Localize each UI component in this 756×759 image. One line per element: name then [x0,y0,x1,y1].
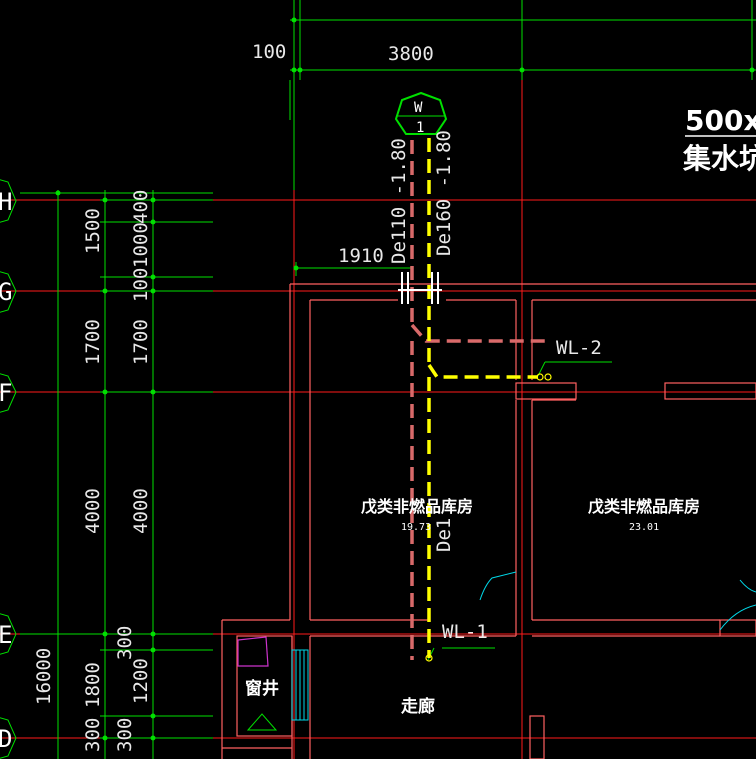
corridor-label: 走廊 [401,696,435,717]
axis-label-g: G [0,278,12,306]
pit-title: 500x5 [685,104,756,137]
pipe-label-red: De110 -1.80 [388,138,410,264]
dim-left-1500: 1500 [82,208,104,254]
line-tag-wl2: WL-2 [556,337,602,359]
drain-pipe-yellow [427,138,538,658]
line-tag-wl1: WL-1 [442,621,488,643]
pit-subtitle: 集水坑 [682,142,756,175]
door-swings [291,571,756,721]
pipe-end-marker [536,373,544,381]
dim-left-4000: 4000 [82,488,104,534]
window-well-symbols [237,636,278,731]
dim-inner-100: 100 [130,268,152,302]
dim-inner-1700: 1700 [130,319,152,365]
manhole-type: W [414,100,423,116]
manhole-number: 1 [416,120,424,136]
axis-label-f: F [0,379,12,407]
dim-left-300-outer: 300 [82,718,104,752]
room-area-1: 19.73 [401,522,431,533]
dim-pipe-offset: 1910 [338,245,384,267]
window-well-label: 窗井 [245,678,279,699]
dim-top-left: 100 [252,41,286,63]
dim-top-main: 3800 [388,43,434,65]
dim-inner-4000: 4000 [130,488,152,534]
pipe-end-marker [425,654,433,662]
room-name-1: 戊类非燃品库房 [361,497,473,516]
dim-inner-400: 400 [130,190,152,224]
pipe-label-yellow-lower: De1 [433,518,455,552]
axis-label-e: E [0,621,12,649]
axis-label-h: H [0,188,12,216]
dim-inner-1000: 1000 [130,222,152,268]
room-name-2: 戊类非燃品库房 [588,497,700,516]
dim-inner-300: 300 [114,626,136,660]
dim-left-1700: 1700 [82,319,104,365]
dim-left-1800: 1800 [82,662,104,708]
axis-label-d: D [0,725,12,753]
room-area-2: 23.01 [629,522,659,533]
dimension-ticks [55,17,755,741]
drain-pipe-red [410,140,545,660]
pipe-label-yellow: De160 -1.80 [433,130,455,256]
dim-inner-1200: 1200 [130,658,152,704]
pipe-end-marker [544,373,552,381]
pipe-sleeves [398,272,442,304]
dim-total: 16000 [33,648,55,705]
walls [221,283,756,759]
dim-inner-300-b: 300 [114,718,136,752]
